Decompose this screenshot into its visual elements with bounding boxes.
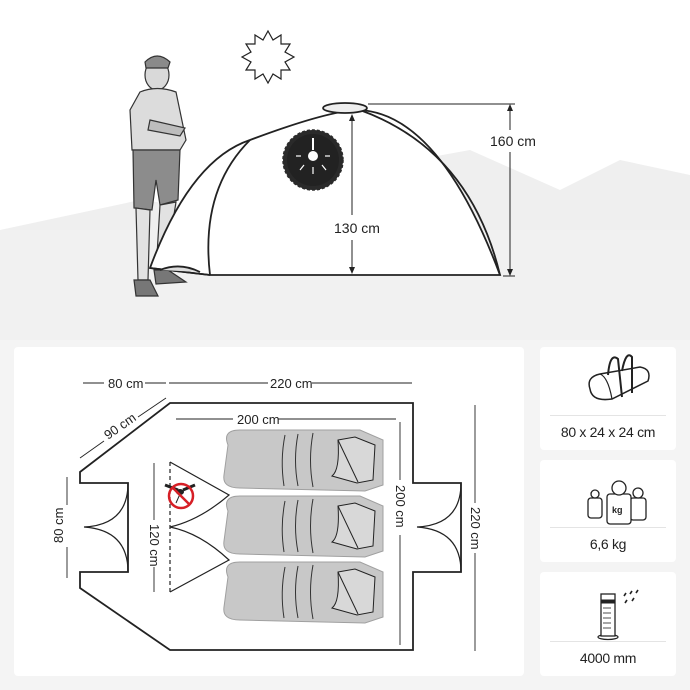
weights-icon: kg: [587, 480, 647, 525]
waterproof-rating-label: 4000 mm: [579, 650, 637, 666]
sleeping-bag: [223, 561, 384, 624]
tent-height-label: 160 cm: [490, 133, 536, 149]
weight-label: 6,6 kg: [589, 536, 627, 552]
rain-gauge-icon: [597, 589, 639, 641]
packed-size-card: 80 x 24 x 24 cm: [540, 347, 676, 450]
vestibule-depth-label: 80 cm: [108, 376, 143, 391]
main-width-label: 220 cm: [468, 507, 483, 550]
packed-size-label: 80 x 24 x 24 cm: [560, 424, 656, 440]
mesh-door-width-label: 120 cm: [147, 524, 162, 567]
weight-unit-icon-text: kg: [612, 505, 623, 515]
inner-width-label: 200 cm: [393, 485, 408, 528]
door-width-label: 80 cm: [51, 508, 66, 543]
inner-length-label: 200 cm: [237, 412, 280, 427]
rain-drops-icon: [623, 589, 639, 604]
inner-door-bottom: [169, 526, 231, 593]
door-right: [416, 482, 462, 573]
tent-lamp-icon: [282, 129, 344, 191]
tent-illustration: [148, 102, 502, 276]
sleeping-bag: [223, 429, 384, 492]
tent-side-view: 160 cm 130 cm: [0, 0, 690, 340]
floor-plan-panel: 80 cm 220 cm 90 cm 200 cm 200 cm 220 cm …: [14, 347, 524, 676]
door-left-top: [83, 482, 129, 573]
no-mosquito-icon: [164, 482, 196, 510]
sun-icon: [240, 29, 296, 85]
floor-plan: 80 cm 220 cm 90 cm 200 cm 200 cm 220 cm …: [51, 376, 483, 651]
sleeping-bag: [223, 495, 384, 558]
person-figure: [129, 55, 188, 297]
duffel-bag-icon: [588, 354, 650, 401]
inner-door-top: [169, 461, 231, 528]
weight-card: kg 6,6 kg: [540, 460, 676, 562]
inner-height-label: 130 cm: [334, 220, 380, 236]
waterproof-card: 4000 mm: [540, 572, 676, 676]
sleeping-bags: [223, 429, 384, 624]
main-length-label: 220 cm: [270, 376, 313, 391]
